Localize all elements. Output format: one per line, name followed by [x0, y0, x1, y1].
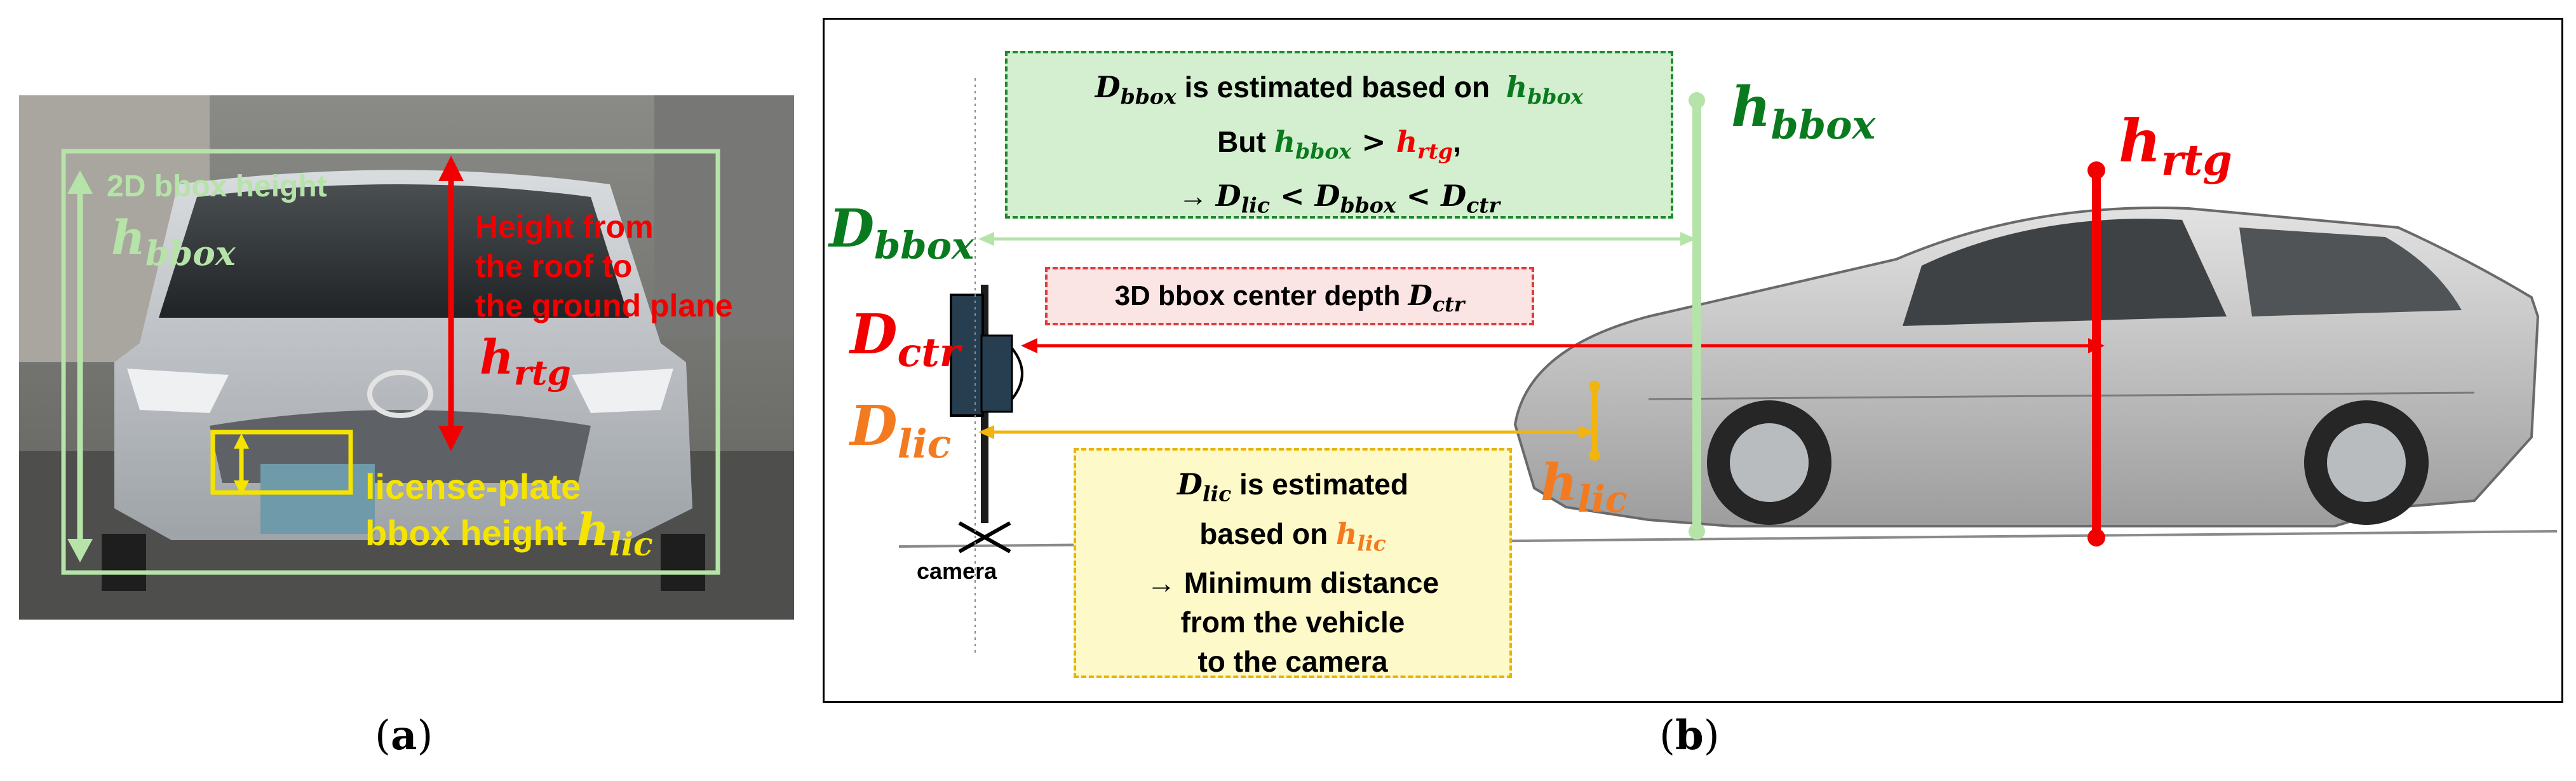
d-ctr-label: Dctr [850, 302, 961, 376]
license-plate-label: license-plate bbox height hlic [365, 466, 653, 564]
bbox-height-label: 2D bbox height [107, 170, 327, 203]
license-plate-bbox [210, 430, 353, 495]
d-bbox-note: Dbbox is estimated based on hbbox But hb… [1005, 51, 1673, 219]
h-rtg-arrow [438, 156, 464, 451]
d-lic-label: Dlic [850, 394, 952, 467]
d-lic-note: Dlic is estimated based on hlic → Minimu… [1074, 448, 1512, 678]
h-bbox-label-a: hbbox [111, 211, 236, 274]
h-rtg-label-b: hrtg [2119, 107, 2232, 186]
tripod-icon [958, 521, 1011, 553]
d-bbox-label: Dbbox [829, 198, 974, 268]
car-front-illustration [19, 95, 794, 620]
panel-b-frame [823, 18, 2563, 703]
h-bbox-bar [1689, 92, 1705, 540]
h-rtg-label-a: hrtg [480, 330, 571, 393]
panel-b-graphics [898, 78, 2558, 656]
h-bbox-label-b: hbbox [1731, 75, 1876, 148]
d-ctr-note: 3D bbox center depth Dctr [1045, 267, 1534, 325]
h-lic-arrow [234, 433, 249, 496]
h-lic-bar [1589, 381, 1600, 461]
camera-label: camera [917, 558, 997, 584]
caption-b: (b) [1659, 712, 1720, 759]
camera-device [950, 294, 1023, 417]
caption-a: (a) [375, 712, 433, 759]
d-lic-arrow [978, 425, 1595, 439]
h-bbox-arrow [67, 170, 93, 562]
d-bbox-arrow [978, 232, 1696, 246]
bbox-2d-rectangle [61, 149, 720, 575]
height-roof-ground-label: Height from the roof to the ground plane [475, 209, 733, 323]
h-rtg-bar [2087, 161, 2105, 547]
h-lic-label-b: hlic [1541, 452, 1628, 521]
panel-a-overlay [61, 149, 720, 575]
car-front-photo [19, 95, 794, 620]
car-side-image [1513, 207, 2540, 527]
